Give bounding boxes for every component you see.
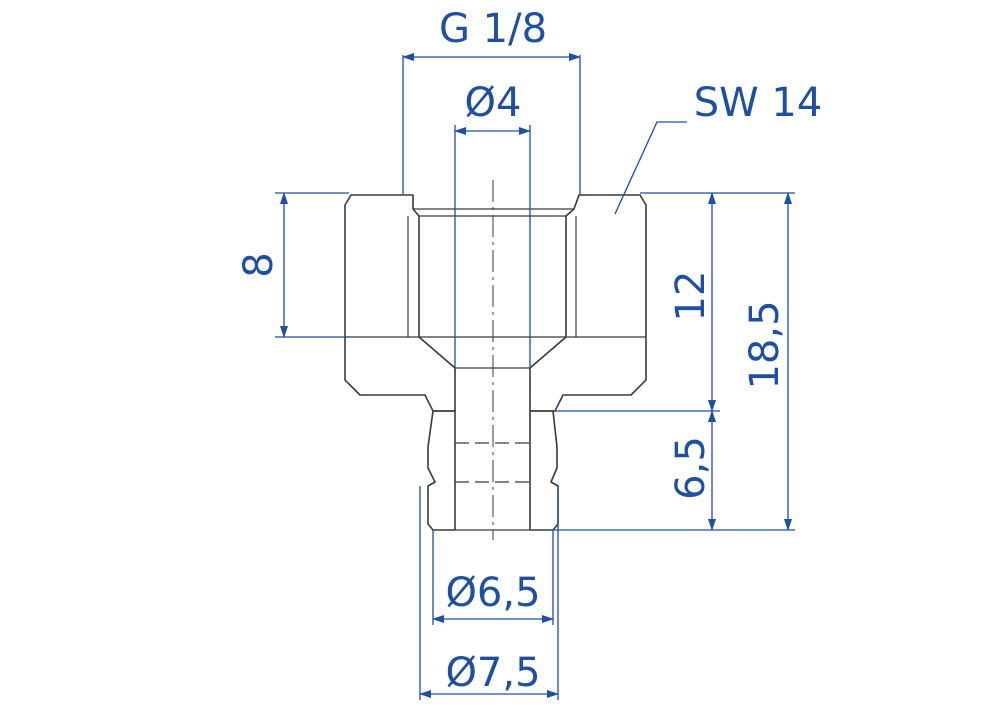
left-body-wall xyxy=(344,194,456,412)
part-section xyxy=(344,180,647,540)
dimension-labels: G 1/8 Ø4 SW 14 8 12 18,5 6,5 Ø6,5 Ø7,5 xyxy=(236,6,822,696)
right-body-wall xyxy=(529,194,647,412)
left-spigot-wall xyxy=(427,410,456,531)
bore-label: Ø4 xyxy=(465,80,522,126)
total-length-label: 18,5 xyxy=(742,300,788,389)
spigot-outer-label: Ø7,5 xyxy=(445,650,540,696)
spigot-length-label: 6,5 xyxy=(668,436,714,500)
thread-label: G 1/8 xyxy=(439,6,547,52)
spigot-inner-label: Ø6,5 xyxy=(445,570,540,616)
right-spigot-wall xyxy=(529,410,559,531)
wrench-size-label: SW 14 xyxy=(694,80,823,126)
body-length-label: 12 xyxy=(668,271,714,322)
thread-depth-label: 8 xyxy=(236,252,282,277)
dimensions xyxy=(275,53,795,700)
